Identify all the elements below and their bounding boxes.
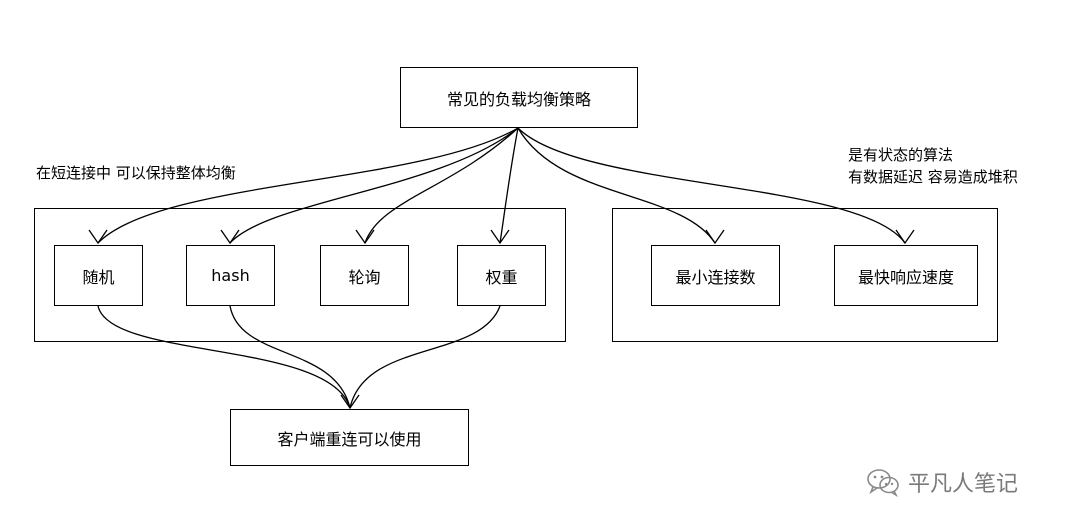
round-robin-node: 轮询 — [320, 245, 409, 306]
stateful-note: 是有状态的算法 有数据延迟 容易造成堆积 — [848, 144, 1018, 188]
weighted-node-label: 权重 — [485, 267, 518, 287]
random-node-label: 随机 — [82, 267, 115, 287]
client-reconnect-node: 客户端重连可以使用 — [230, 409, 469, 466]
weighted-node: 权重 — [457, 245, 546, 306]
random-node: 随机 — [54, 245, 143, 306]
stateless-note: 在短连接中 可以保持整体均衡 — [36, 162, 236, 184]
client-reconnect-node-label: 客户端重连可以使用 — [277, 429, 422, 449]
fastest-response-node: 最快响应速度 — [834, 245, 978, 306]
watermark: 平凡人笔记 — [866, 466, 1018, 498]
arrow-client — [340, 394, 360, 410]
stateful-note-line2: 有数据延迟 容易造成堆积 — [848, 168, 1018, 186]
stateless-strategies-group — [34, 208, 566, 342]
round-robin-node-label: 轮询 — [348, 267, 381, 287]
watermark-text: 平凡人笔记 — [908, 472, 1019, 497]
hash-node-label: hash — [211, 266, 250, 285]
stateful-strategies-group — [612, 208, 998, 342]
root-node: 常见的负载均衡策略 — [400, 67, 638, 128]
stateful-note-line1: 是有状态的算法 — [848, 146, 954, 164]
root-node-label: 常见的负载均衡策略 — [446, 89, 591, 109]
hash-node: hash — [186, 245, 275, 306]
least-conn-node-label: 最小连接数 — [675, 267, 756, 287]
least-conn-node: 最小连接数 — [651, 245, 780, 306]
wechat-icon — [867, 469, 899, 497]
fastest-response-node-label: 最快响应速度 — [857, 267, 954, 287]
stateless-note-text: 在短连接中 可以保持整体均衡 — [36, 164, 236, 182]
